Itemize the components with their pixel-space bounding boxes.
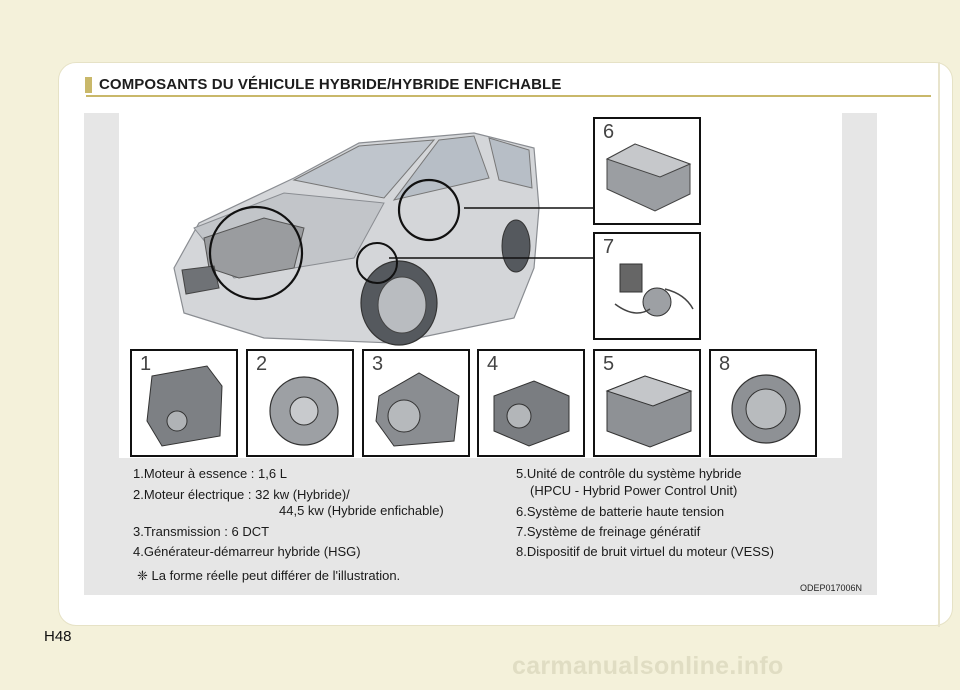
part-box-8: 8 bbox=[709, 349, 817, 457]
caption-item-2: 2.Moteur électrique : 32 kw (Hybride)/ bbox=[133, 487, 350, 502]
disclaimer-note: ❈ La forme réelle peut différer de l'ill… bbox=[137, 568, 401, 583]
part-box-5: 5 bbox=[593, 349, 701, 457]
virtual-engine-sound-device-image bbox=[731, 374, 801, 444]
title-underline bbox=[86, 95, 931, 97]
figure-code: ODEP017006N bbox=[800, 583, 863, 593]
part-number: 4 bbox=[487, 353, 499, 375]
part-box-1: 1 bbox=[130, 349, 238, 457]
caption-item-6: 6.Système de batterie haute tension bbox=[516, 504, 725, 519]
part-number: 7 bbox=[603, 236, 615, 258]
part-number: 6 bbox=[603, 121, 615, 143]
transmission-image bbox=[375, 372, 460, 447]
electric-motor-image bbox=[269, 376, 339, 446]
car-illustration bbox=[173, 132, 616, 346]
page-number: H48 bbox=[44, 628, 72, 645]
caption-item-4: 4.Générateur-démarreur hybride (HSG) bbox=[133, 544, 361, 559]
caption-item-5: 5.Unité de contrôle du système hybride bbox=[516, 466, 742, 481]
part-number: 8 bbox=[719, 353, 731, 375]
margin-rule bbox=[938, 62, 940, 627]
caption-item-5-cont: (HPCU - Hybrid Power Control Unit) bbox=[530, 483, 738, 498]
part-number: 5 bbox=[603, 353, 615, 375]
section-marker bbox=[85, 77, 92, 93]
part-box-7: 7 bbox=[593, 232, 701, 340]
section-title: COMPOSANTS DU VÉHICULE HYBRIDE/HYBRIDE E… bbox=[99, 76, 562, 93]
hybrid-power-control-unit-image bbox=[605, 375, 693, 448]
watermark: carmanualsonline.info bbox=[512, 652, 784, 680]
part-number: 3 bbox=[372, 353, 384, 375]
part-box-4: 4 bbox=[477, 349, 585, 457]
brake-system-image bbox=[614, 263, 694, 317]
hybrid-starter-generator-image bbox=[493, 380, 570, 447]
part-number: 2 bbox=[256, 353, 268, 375]
part-box-3: 3 bbox=[362, 349, 470, 457]
caption-item-3: 3.Transmission : 6 DCT bbox=[133, 524, 270, 539]
caption-item-8: 8.Dispositif de bruit virtuel du moteur … bbox=[516, 544, 774, 559]
caption-item-1: 1.Moteur à essence : 1,6 L bbox=[133, 466, 287, 481]
part-box-6: 6 bbox=[593, 117, 701, 225]
battery-system-image bbox=[605, 143, 692, 212]
part-number: 1 bbox=[140, 353, 152, 375]
gasoline-engine-image bbox=[146, 365, 223, 447]
part-box-2: 2 bbox=[246, 349, 354, 457]
caption-item-2-cont: 44,5 kw (Hybride enfichable) bbox=[279, 503, 444, 518]
caption-item-7: 7.Système de freinage génératif bbox=[516, 524, 701, 539]
